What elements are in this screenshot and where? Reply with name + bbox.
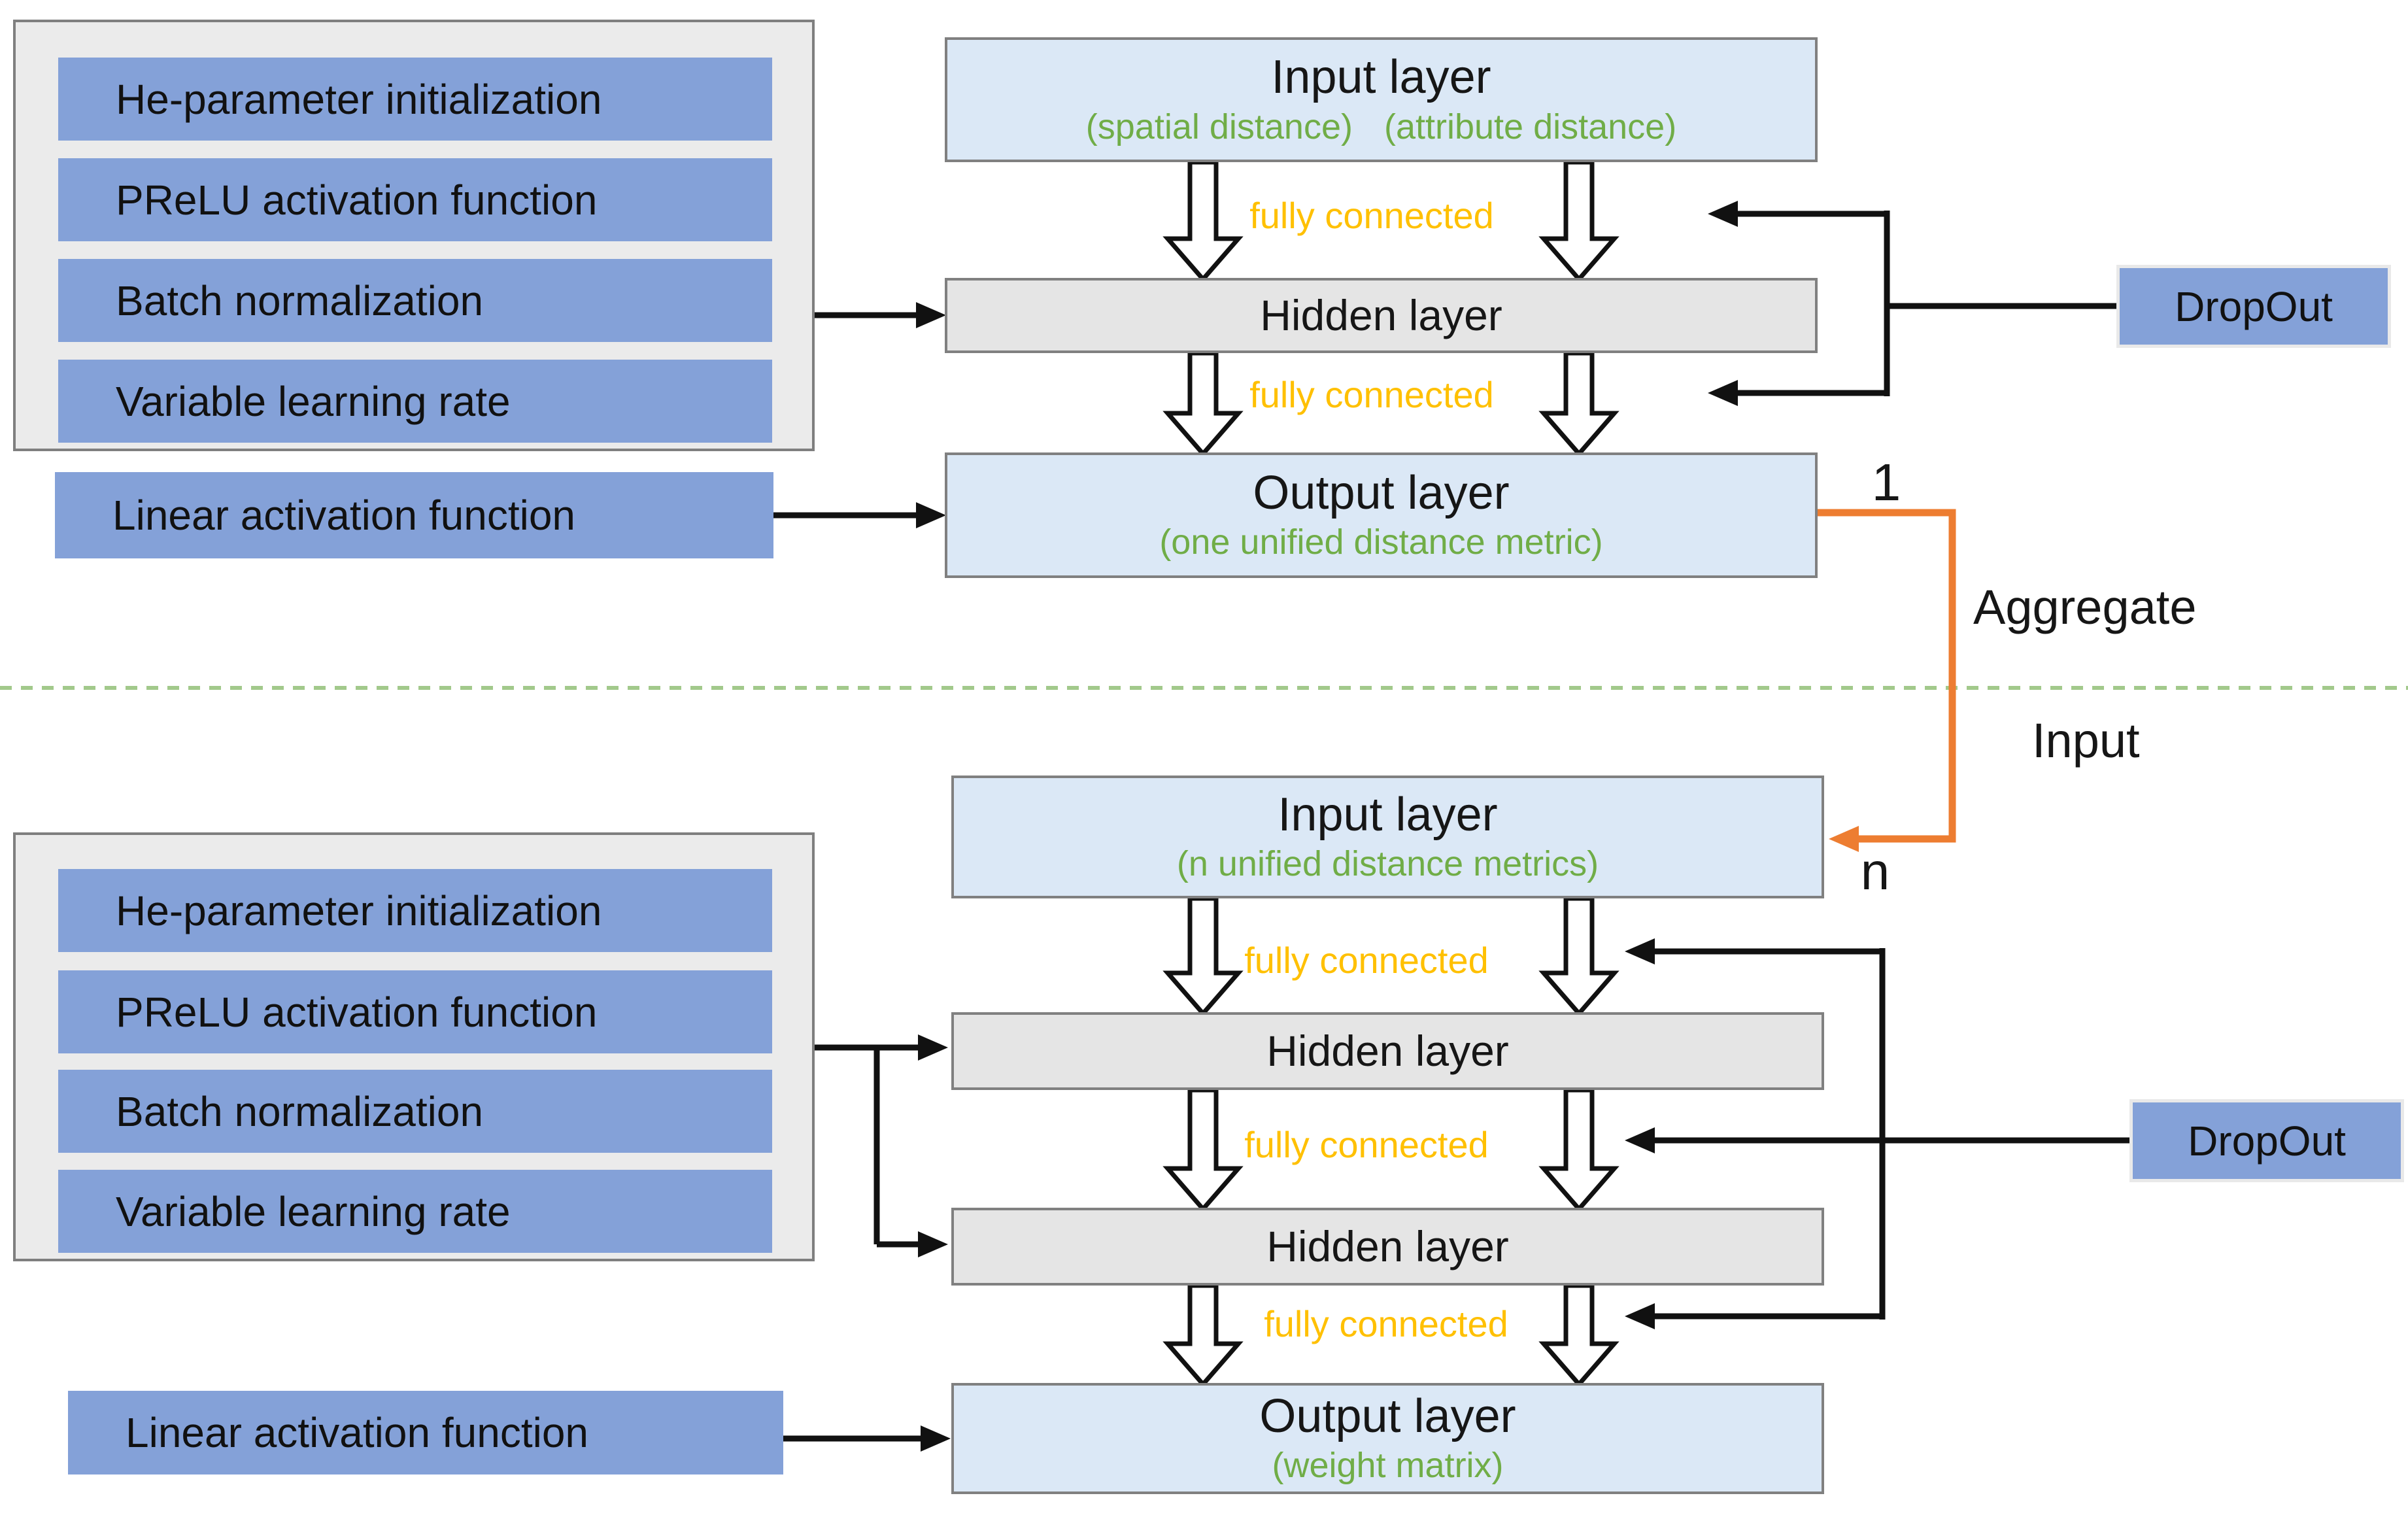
- technique-label: Batch normalization: [116, 1087, 484, 1135]
- hollow-arrow-icon: [1538, 350, 1619, 458]
- layer-title: Input layer: [1278, 788, 1498, 841]
- layer-title: Input layer: [1271, 51, 1491, 103]
- technique-label: Variable learning rate: [116, 1187, 511, 1235]
- technique-box-batch-norm: Batch normalization: [58, 1070, 772, 1153]
- arrowhead-left-icon: [1708, 380, 1738, 406]
- technique-label: He-parameter initialization: [116, 887, 602, 934]
- arrowhead-right-icon: [921, 1425, 951, 1452]
- hollow-arrow-icon: [1162, 160, 1244, 283]
- hollow-arrow-icon: [1538, 896, 1619, 1017]
- technique-box-he-init: He-parameter initialization: [58, 58, 772, 141]
- bottom-hollow-arrows: [1162, 896, 1619, 1388]
- fully-connected-label: fully connected: [1244, 1124, 1489, 1165]
- technique-box-prelu: PReLU activation function: [58, 158, 772, 241]
- layer-title: Hidden layer: [1266, 1026, 1509, 1075]
- input-flow-label: Input: [2032, 713, 2140, 768]
- layer-title: Output layer: [1253, 466, 1510, 519]
- top-hollow-arrows: [1162, 160, 1619, 458]
- layer-subtitle: (one unified distance metric): [1159, 522, 1603, 562]
- technique-label: Batch normalization: [116, 277, 484, 324]
- technique-label: Variable learning rate: [116, 377, 511, 425]
- arrowhead-left-icon: [1708, 201, 1738, 227]
- top-hidden-layer-box: Hidden layer: [945, 278, 1818, 353]
- linear-activation-box: Linear activation function: [55, 472, 773, 558]
- fully-connected-label: fully connected: [1249, 195, 1494, 236]
- aggregate-orange-line: [1818, 509, 1956, 843]
- layer-subtitle: (spatial distance) (attribute distance): [1085, 107, 1677, 146]
- bottom-black-wires: [783, 948, 2129, 1442]
- subtitle-spatial-distance: (spatial distance): [1085, 107, 1353, 146]
- layer-subtitle: (n unified distance metrics): [1176, 844, 1599, 884]
- hollow-arrow-icon: [1538, 1283, 1619, 1388]
- top-black-wires: [773, 211, 2116, 519]
- technique-box-batch-norm: Batch normalization: [58, 259, 772, 342]
- arrowhead-left-icon: [1625, 1127, 1655, 1153]
- aggregate-orange-arrowhead-icon: [1829, 826, 1859, 852]
- hollow-arrow-icon: [1538, 160, 1619, 283]
- top-dropout-box: DropOut: [2116, 265, 2391, 348]
- arrowhead-left-icon: [1625, 1303, 1655, 1329]
- arrowhead-left-icon: [1625, 938, 1655, 964]
- technique-label: He-parameter initialization: [116, 75, 602, 123]
- bottom-output-layer-box: Output layer (weight matrix): [951, 1383, 1824, 1494]
- bottom-input-layer-box: Input layer (n unified distance metrics): [951, 776, 1824, 898]
- arrowhead-right-icon: [916, 302, 946, 328]
- top-output-layer-box: Output layer (one unified distance metri…: [945, 452, 1818, 578]
- technique-box-variable-lr: Variable learning rate: [58, 360, 772, 443]
- hollow-arrow-icon: [1162, 896, 1244, 1017]
- hollow-arrow-icon: [1162, 1283, 1244, 1388]
- fully-connected-label: fully connected: [1264, 1303, 1508, 1344]
- linear-activation-label: Linear activation function: [126, 1409, 588, 1456]
- bottom-hidden-layer-2-box: Hidden layer: [951, 1208, 1824, 1286]
- top-input-layer-box: Input layer (spatial distance) (attribut…: [945, 37, 1818, 162]
- arrowhead-right-icon: [918, 1034, 948, 1061]
- technique-box-prelu: PReLU activation function: [58, 970, 772, 1053]
- output-count-label: 1: [1871, 453, 1901, 511]
- top-black-arrowheads: [916, 201, 1738, 528]
- bottom-dropout-box: DropOut: [2129, 1099, 2404, 1182]
- bottom-black-arrowheads: [918, 938, 1655, 1452]
- linear-activation-label: Linear activation function: [112, 492, 575, 539]
- fully-connected-label: fully connected: [1244, 940, 1489, 981]
- technique-label: PReLU activation function: [116, 988, 598, 1036]
- hollow-arrow-icon: [1538, 1087, 1619, 1213]
- technique-box-variable-lr: Variable learning rate: [58, 1170, 772, 1253]
- fully-connected-label: fully connected: [1249, 374, 1494, 415]
- n-count-label: n: [1860, 842, 1890, 900]
- linear-activation-box: Linear activation function: [68, 1391, 783, 1474]
- layer-title: Hidden layer: [1260, 290, 1502, 339]
- arrowhead-right-icon: [916, 502, 946, 528]
- hollow-arrow-icon: [1162, 1087, 1244, 1213]
- technique-box-he-init: He-parameter initialization: [58, 869, 772, 952]
- bottom-hidden-layer-1-box: Hidden layer: [951, 1012, 1824, 1090]
- aggregate-label: Aggregate: [1973, 580, 2197, 634]
- subtitle-attribute-distance: (attribute distance): [1383, 107, 1677, 146]
- layer-subtitle: (weight matrix): [1272, 1446, 1504, 1486]
- layer-title: Hidden layer: [1266, 1221, 1509, 1270]
- technique-label: PReLU activation function: [116, 176, 598, 224]
- arrowhead-right-icon: [918, 1231, 948, 1257]
- layer-title: Output layer: [1259, 1389, 1516, 1442]
- hollow-arrow-icon: [1162, 350, 1244, 458]
